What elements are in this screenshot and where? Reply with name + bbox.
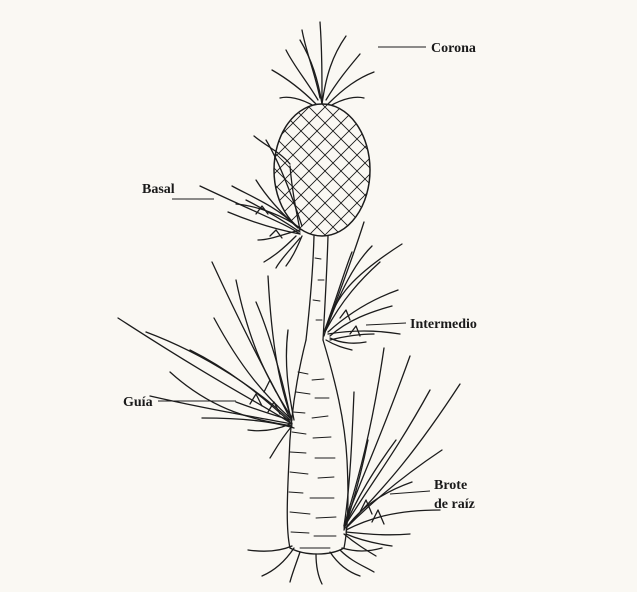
leader-brote-de-raiz	[390, 491, 430, 494]
peduncle	[306, 236, 328, 340]
roots	[248, 546, 382, 584]
root-sucker	[344, 348, 460, 556]
leader-intermedio	[366, 323, 406, 325]
crown	[272, 22, 374, 106]
label-intermedio: Intermedio	[410, 317, 477, 332]
label-guia: Guía	[123, 395, 153, 410]
label-corona: Corona	[431, 41, 476, 56]
label-basal: Basal	[142, 182, 175, 197]
label-brote-line-2: de raíz	[434, 497, 475, 512]
main-stem	[287, 340, 348, 554]
intermediate-slip	[324, 222, 402, 350]
guia-shoot	[118, 262, 294, 458]
label-brote-line-1: Brote	[434, 478, 467, 493]
